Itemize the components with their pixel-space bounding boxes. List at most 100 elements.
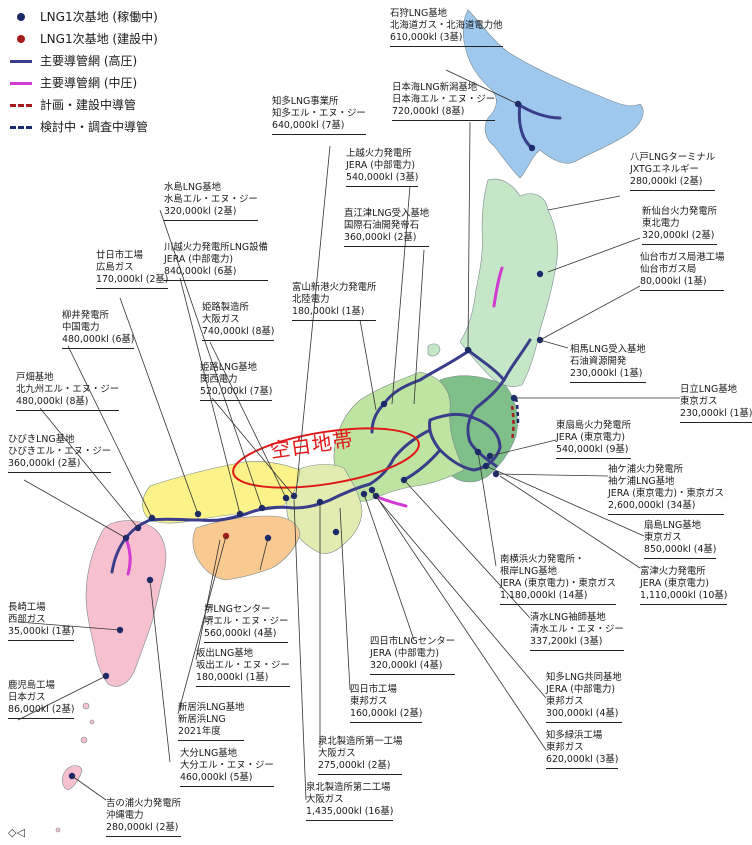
tohoku-region <box>459 178 558 387</box>
terminal-capacity: 560,000kl (4基) <box>204 628 277 639</box>
legend: LNG1次基地 (稼働中)LNG1次基地 (建設中)主要導管網 (高圧)主要導管… <box>8 6 158 138</box>
terminal-capacity: 2,600,000kl (34基) <box>608 500 696 511</box>
terminal-name: 吉の浦火力発電所 <box>106 798 182 809</box>
terminal-operator: 東邦ガス <box>546 696 584 707</box>
legend-item: LNG1次基地 (建設中) <box>8 28 158 50</box>
terminal-name: 戸畑基地 <box>16 372 54 383</box>
terminal-capacity: 640,000kl (7基) <box>272 120 345 131</box>
terminal-operator: 北陸電力 <box>292 294 330 305</box>
terminal-name: 袖ケ浦火力発電所 <box>608 464 684 475</box>
terminal-operator: ひびきエル・エヌ・ジー <box>8 446 112 457</box>
pipeline-tohoku <box>502 338 532 382</box>
terminal-name: 扇島LNG基地 <box>644 520 702 531</box>
pipelines-planned <box>510 397 520 441</box>
terminal-capacity: 840,000kl (6基) <box>164 266 237 277</box>
kyushu-region <box>85 520 167 687</box>
chugoku-region <box>142 461 301 524</box>
terminal-capacity: 360,000kl (2基) <box>8 458 81 469</box>
terminal-dot <box>380 400 388 408</box>
pipeline-chubu-kinki <box>292 482 372 510</box>
terminal-name: 富津火力発電所 <box>640 566 706 577</box>
terminal-name: 長崎工場 <box>8 602 46 613</box>
shikoku-region <box>192 515 301 581</box>
terminal-operator: 日本海エル・エヌ・ジー <box>392 94 496 105</box>
terminal-name: 坂出LNG基地 <box>196 648 254 659</box>
terminal-capacity: 230,000kl (1基) <box>680 408 752 419</box>
terminal-capacity: 280,000kl (2基) <box>630 176 703 187</box>
terminal-operator: 坂出エル・エヌ・ジー <box>196 660 290 671</box>
terminal-name: 知多緑浜工場 <box>546 730 603 741</box>
terminal-operator: 西部ガス <box>8 614 46 625</box>
blank-belt-ellipse <box>232 427 420 489</box>
terminal-capacity: 180,000kl (1基) <box>196 672 269 683</box>
terminal-operator: 北海道ガス・北海道電力他 <box>390 20 503 31</box>
island <box>82 702 90 710</box>
terminal-operator: 沖縄電力 <box>106 810 144 821</box>
legend-label: 主要導管網 (高圧) <box>40 54 138 68</box>
island <box>55 827 61 833</box>
terminal-operator: 知多エル・エヌ・ジー <box>272 108 366 119</box>
terminal-operator: 中国電力 <box>62 322 100 333</box>
terminal-capacity: 86,000kl (2基) <box>8 704 75 715</box>
terminal-capacity: 320,000kl (2基) <box>642 230 715 241</box>
terminal-name: 四日市LNGセンター <box>370 636 456 647</box>
terminal-capacity: 360,000kl (2基) <box>344 232 417 243</box>
terminal-operator: 日本ガス <box>8 692 46 703</box>
terminal-operator: 石油資源開発 <box>570 356 627 367</box>
terminal-operator: JERA (中部電力) <box>546 684 616 695</box>
terminal-name: 柳井発電所 <box>62 310 109 321</box>
terminal-name: 東扇島火力発電所 <box>556 420 632 431</box>
terminal-name: 直江津LNG受入基地 <box>344 208 430 219</box>
island <box>80 736 88 744</box>
terminal-name: 新居浜LNG基地 <box>178 702 245 713</box>
terminal-operator: 新居浜LNG <box>178 714 226 725</box>
terminal-capacity: 720,000kl (8基) <box>392 106 465 117</box>
terminal-capacity: 480,000kl (8基) <box>16 396 89 407</box>
terminal-capacity: 275,000kl (2基) <box>318 760 391 771</box>
legend-item: 検討中・調査中導管 <box>8 116 158 138</box>
terminal-name: 姫路製造所 <box>202 302 249 313</box>
terminal-capacity: 35,000kl (1基) <box>8 626 75 637</box>
terminal-operator: 東京ガス <box>644 532 682 543</box>
terminal-capacity: 540,000kl (9基) <box>556 444 629 455</box>
pipeline-mid-kinki <box>378 496 408 508</box>
terminal-operator: 関西電力 <box>200 374 238 385</box>
terminal-capacity: 480,000kl (6基) <box>62 334 135 345</box>
terminal-name: 大分LNG基地 <box>180 748 238 759</box>
terminal-operator: 国際石油開発帝石 <box>344 220 420 231</box>
legend-label: 検討中・調査中導管 <box>40 120 149 134</box>
pipeline-study-ibaraki <box>514 397 520 427</box>
compass-icon: ◇◁ <box>8 826 25 839</box>
terminal-capacity: 1,110,000kl (10基) <box>640 590 728 601</box>
terminal-operator: 大分エル・エヌ・ジー <box>180 760 274 771</box>
terminal-operator: 大阪ガス <box>318 748 356 759</box>
terminal-name: 清水LNG袖師基地 <box>530 612 606 623</box>
line-icon <box>8 99 34 111</box>
pipeline-kinki-chugoku <box>198 505 296 522</box>
terminal-name: 四日市工場 <box>350 684 397 695</box>
terminal-operator: JXTGエネルギー <box>630 164 699 175</box>
terminal-capacity: 1,180,000kl (14基) <box>500 590 588 601</box>
terminal-capacity: 620,000kl (3基) <box>546 754 619 765</box>
terminal-operator: 堺エル・エヌ・ジー <box>204 616 289 627</box>
terminal-name: 上越火力発電所 <box>346 148 412 159</box>
terminal-capacity: 850,000kl (4基) <box>644 544 717 555</box>
terminal-operator: JERA (中部電力) <box>346 160 416 171</box>
pipeline-planned-ibaraki <box>510 405 515 441</box>
terminal-name: 相馬LNG受入基地 <box>570 344 646 355</box>
